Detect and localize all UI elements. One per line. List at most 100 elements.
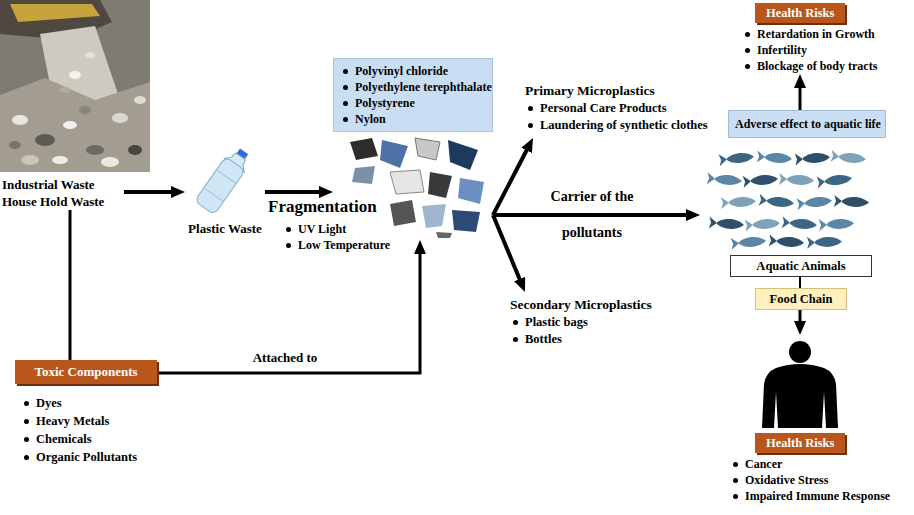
bullet-item: Personal Care Products	[525, 100, 712, 117]
waste-photo	[63, 121, 77, 129]
bullet-item: Organic Pollutants	[21, 448, 157, 466]
flow-arrow	[799, 277, 801, 288]
bullet-item: Chemicals	[21, 430, 157, 448]
bullet-item: Impaired Immune Response	[730, 488, 910, 504]
fish-school	[718, 151, 754, 167]
plastic-bottle	[205, 188, 223, 201]
plastic-bottle	[217, 170, 235, 183]
caption-text: House Hold Waste	[2, 193, 124, 210]
bullet-item: Bottles	[510, 331, 680, 348]
waste-photo	[0, 78, 150, 172]
bullet-item: Nylon	[340, 111, 484, 127]
fish-school	[743, 173, 779, 188]
human-silhouette	[762, 341, 838, 428]
bullet-item: Polyvinyl chloride	[340, 63, 484, 79]
heading-text: Secondary Microplastics	[510, 296, 680, 314]
fish-school	[769, 235, 805, 249]
bullet-item: Heavy Metals	[21, 412, 157, 430]
secondary-group: Secondary MicroplasticsPlastic bagsBottl…	[510, 292, 680, 352]
plastic-fragments	[436, 232, 452, 238]
fish-school	[819, 217, 855, 231]
fish-school	[757, 151, 793, 165]
plastic-fragments	[428, 172, 452, 198]
plastic-fragments	[380, 140, 408, 168]
polymer-box: Polyvinyl chloridePolyethylene terephtha…	[333, 58, 493, 132]
caption-text: Adverse effect to aquatic life	[735, 116, 879, 132]
bullet-item: Retardation in Growth	[742, 26, 882, 42]
flow-arrow	[799, 310, 802, 326]
fish-school	[707, 150, 870, 250]
bullet-item: Low Temperature	[283, 237, 390, 253]
fish-school	[782, 216, 818, 231]
edge-label: Attached to	[253, 349, 318, 366]
fish-school	[834, 195, 870, 209]
flow-arrow	[124, 190, 176, 194]
waste-photo	[69, 71, 81, 79]
effect-box: Adverse effect to aquatic life	[728, 110, 886, 138]
waste-photo	[10, 4, 100, 22]
bullet-item: Oxidative Stress	[730, 472, 910, 488]
bullet-item: Dyes	[21, 394, 157, 412]
bullet-item: UV Light	[283, 221, 346, 237]
plastic-bottle	[195, 144, 254, 214]
category-box: Aquatic Animals	[730, 255, 872, 277]
waste-photo	[0, 0, 150, 172]
bullet-item: Polystyrene	[340, 95, 484, 111]
fish-school	[816, 172, 852, 188]
waste-photo	[35, 134, 55, 146]
waste-photo	[85, 52, 95, 58]
health-risk-group: Health RisksRetardation in GrowthInferti…	[742, 3, 882, 74]
waste-photo	[21, 155, 39, 165]
bullet-item: Blockage of body tracts	[742, 58, 882, 74]
fish-school	[795, 151, 831, 165]
picture-spacer	[185, 145, 265, 220]
waste-photo	[86, 145, 104, 155]
fish-school	[758, 194, 794, 210]
human-silhouette	[789, 341, 811, 363]
risk-badge: Health Risks	[755, 3, 845, 23]
fish-school	[796, 195, 832, 211]
health-risk-group: Health RisksCancerOxidative StressImpair…	[730, 335, 910, 504]
caption-text: Plastic Waste	[185, 220, 265, 237]
fish-school	[779, 173, 815, 187]
edge-label: Carrier of the pollutants	[532, 179, 652, 251]
heading-text: Primary Microplastics	[525, 82, 712, 100]
process-label: Fragmentation	[268, 197, 377, 217]
waste-photo	[52, 156, 68, 164]
plastic-fragments	[452, 210, 480, 232]
plastic-fragments	[390, 170, 424, 194]
bullet-item: Laundering of synthetic clothes	[525, 117, 712, 134]
flow-arrow	[493, 146, 529, 215]
aquatic-group: Aquatic Animals	[700, 140, 872, 277]
primary-group: Primary MicroplasticsPersonal Care Produ…	[525, 78, 712, 138]
toxic-group: Toxic ComponentsDyesHeavy MetalsChemical…	[15, 360, 157, 466]
flow-arrow	[265, 190, 324, 194]
fish-school	[709, 217, 745, 231]
waste-photo	[0, 0, 150, 172]
food-chain-box: Food Chain	[755, 288, 847, 310]
plastic-fragments	[350, 138, 484, 238]
waste-photo	[134, 96, 146, 104]
bullet-item: Infertility	[742, 42, 882, 58]
caption-text: Food Chain	[760, 291, 842, 307]
caption-text: Aquatic Animals	[735, 258, 867, 274]
bullet-item: Plastic bags	[510, 314, 680, 331]
flow-arrow	[493, 213, 691, 217]
plastic-fragments	[352, 166, 375, 184]
flow-arrow	[493, 215, 522, 284]
fish-school	[830, 150, 866, 166]
risk-badge: Health Risks	[755, 433, 845, 453]
waste-photo	[128, 145, 142, 155]
waste-photo	[112, 113, 128, 123]
picture-spacer	[700, 140, 872, 255]
plastic-fragments	[390, 200, 416, 226]
bullet-item: Polyethylene terephthalate	[340, 79, 484, 95]
waste-source-caption: Industrial WasteHouse Hold Waste	[2, 176, 124, 210]
fish-school	[745, 217, 781, 231]
plastic-fragments	[448, 140, 478, 170]
plastic-fragments	[350, 138, 378, 160]
fish-school	[807, 236, 842, 249]
waste-photo	[79, 106, 91, 114]
